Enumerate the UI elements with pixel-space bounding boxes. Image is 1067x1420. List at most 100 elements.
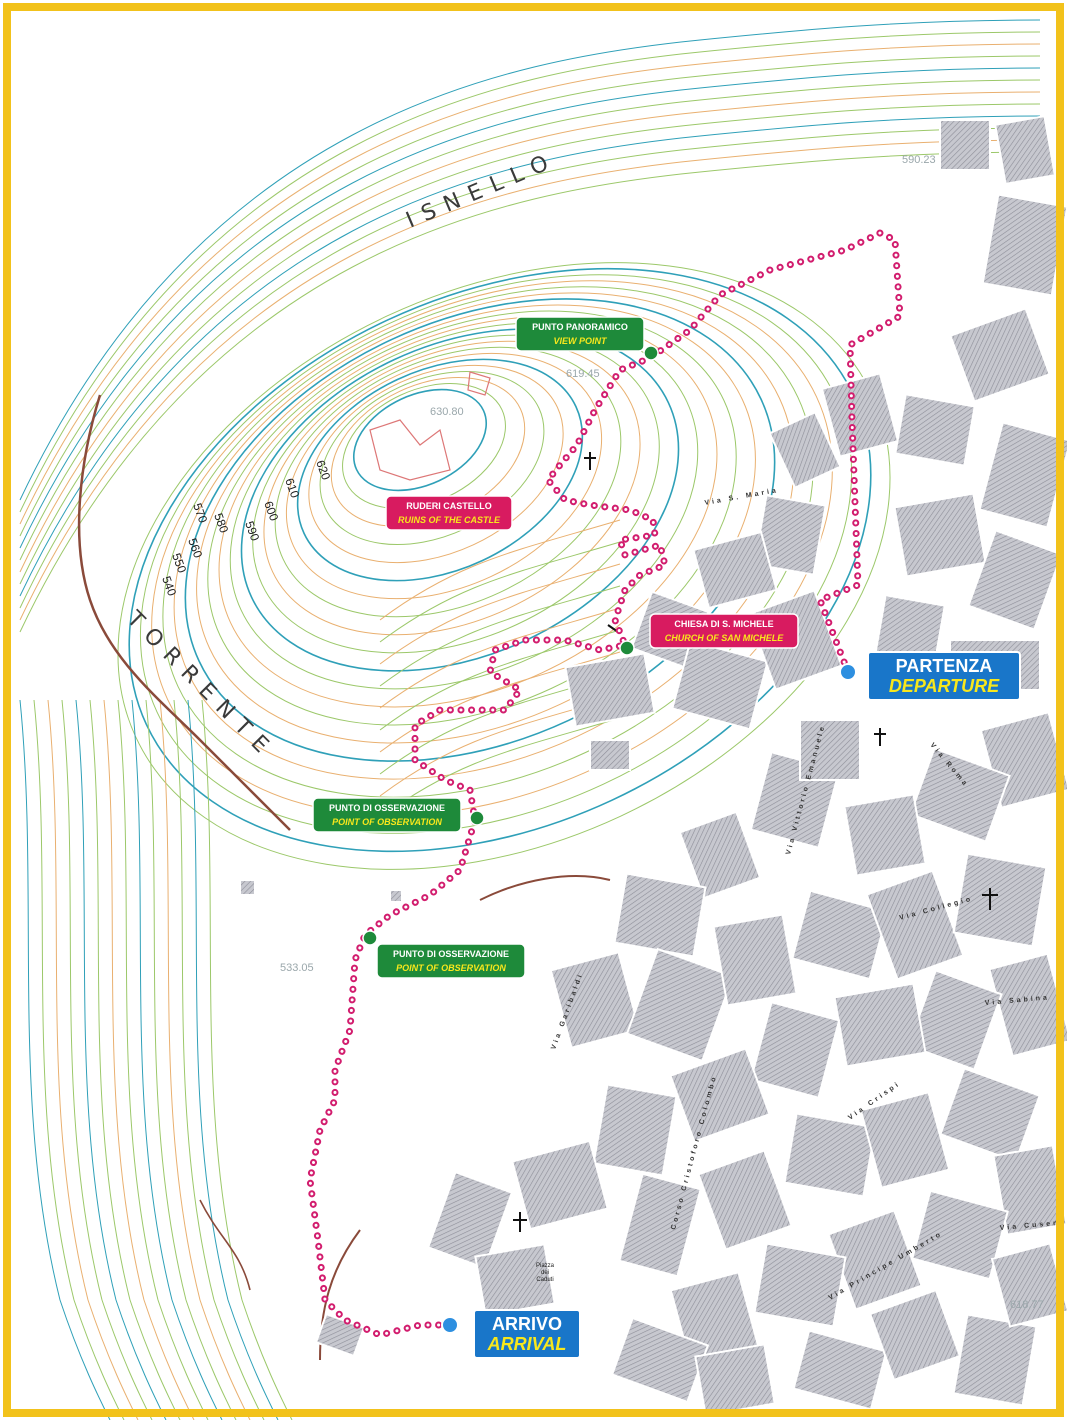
building (549, 951, 641, 1049)
contour-line (173, 699, 265, 1420)
building (671, 639, 769, 731)
building (865, 869, 965, 981)
contour-line (19, 699, 111, 1420)
building (952, 852, 1048, 948)
contour-label: 620 (313, 458, 333, 482)
observation-marker-2[interactable] (362, 930, 378, 946)
building (893, 492, 987, 578)
contour-line (229, 322, 699, 690)
contour-line (196, 304, 756, 744)
building (820, 372, 900, 458)
contour-line (379, 519, 621, 621)
church-tag[interactable]: CHIESA DI S. MICHELE CHURCH OF SAN MICHE… (649, 613, 799, 649)
contour-line (379, 541, 621, 643)
arrival-tag[interactable]: ARRIVO ARRIVAL (473, 1309, 581, 1359)
castle-tag[interactable]: RUDERI CASTELLO RUINS OF THE CASTLE (385, 495, 513, 531)
contour-line (19, 31, 1041, 513)
elevation-labels: 590.23 619.45 630.80 533.05 618.77 (280, 154, 1044, 1311)
observation-tag-2[interactable]: PUNTO DI OSSERVAZIONE POINT OF OBSERVATI… (376, 943, 526, 979)
contour-line (162, 286, 814, 798)
building (669, 1047, 771, 1143)
building (952, 1313, 1038, 1407)
contour-label: 580 (211, 511, 231, 535)
building (692, 530, 778, 610)
svg-text:dei: dei (541, 1270, 549, 1276)
building (859, 1091, 951, 1189)
svg-text:PUNTO DI OSSERVAZIONE: PUNTO DI OSSERVAZIONE (329, 803, 445, 813)
contour-label: 540 (159, 574, 179, 598)
contour-line (379, 585, 621, 687)
contour-line (19, 79, 1041, 561)
observation-marker-1[interactable] (469, 810, 485, 826)
departure-marker[interactable] (839, 663, 857, 681)
contour-line (207, 310, 737, 726)
view-point-tag[interactable]: PUNTO PANORAMICO VIEW POINT (515, 316, 645, 352)
contour-line (89, 699, 181, 1420)
building (791, 889, 889, 981)
building (697, 1149, 793, 1251)
contour-line (131, 699, 223, 1420)
svg-text:CHURCH OF SAN MICHELE: CHURCH OF SAN MICHELE (665, 633, 784, 643)
contour-line (218, 316, 718, 708)
elevation-label: 619.45 (566, 368, 600, 380)
contour-line (19, 115, 1041, 597)
contour-label: 550 (169, 551, 189, 575)
svg-text:RUDERI CASTELLO: RUDERI CASTELLO (406, 501, 492, 511)
contour-line (75, 699, 167, 1420)
svg-text:Caduti: Caduti (536, 1277, 553, 1283)
town-buildings (239, 114, 1067, 1417)
contour-label: 590 (242, 519, 262, 543)
contour-line (47, 699, 139, 1420)
elevation-label: 618.77 (1010, 1299, 1044, 1311)
elevation-label: 533.05 (280, 962, 314, 974)
building (868, 1288, 962, 1382)
building (753, 1242, 847, 1328)
building (749, 1001, 841, 1099)
contour-line (263, 340, 641, 636)
svg-text:ARRIVAL: ARRIVAL (487, 1334, 567, 1354)
svg-text:CHIESA DI S. MICHELE: CHIESA DI S. MICHELE (674, 619, 773, 629)
departure-tag[interactable]: PARTENZA DEPARTURE (867, 651, 1021, 701)
contour-line (379, 651, 621, 753)
church-icon (513, 452, 998, 1232)
building (799, 719, 861, 781)
contour-line (19, 91, 1041, 573)
contour-line (19, 139, 1041, 621)
building (783, 1112, 877, 1198)
church-marker[interactable] (619, 640, 635, 656)
arrival-marker[interactable] (441, 1316, 459, 1334)
contour-line (103, 699, 195, 1420)
contour-line (117, 699, 209, 1420)
building (592, 1083, 678, 1177)
contour-line (33, 699, 125, 1420)
contour-line (19, 67, 1041, 549)
building (911, 1189, 1009, 1281)
svg-text:VIEW POINT: VIEW POINT (553, 336, 608, 346)
contour-line (379, 563, 621, 665)
building (843, 793, 927, 877)
svg-text:PARTENZA: PARTENZA (896, 656, 993, 676)
svg-text:POINT OF OBSERVATION: POINT OF OBSERVATION (396, 963, 506, 973)
building (618, 1172, 702, 1278)
svg-text:DEPARTURE: DEPARTURE (889, 676, 1000, 696)
contour-label: 610 (282, 476, 302, 500)
building (753, 494, 827, 576)
elevation-label: 590.23 (902, 154, 936, 166)
trail-path (306, 229, 904, 1339)
observation-tag-1[interactable]: PUNTO DI OSSERVAZIONE POINT OF OBSERVATI… (312, 797, 462, 833)
building (981, 193, 1067, 297)
building (712, 913, 798, 1007)
contour-line (308, 364, 564, 564)
contour-line (296, 358, 584, 582)
building (239, 879, 256, 896)
svg-text:RUINS OF THE CASTLE: RUINS OF THE CASTLE (398, 515, 501, 525)
contour-line (285, 352, 603, 600)
building (939, 1067, 1041, 1163)
building (949, 307, 1051, 403)
contour-label: 560 (185, 536, 205, 560)
contour-line (19, 127, 1041, 609)
contour-line (19, 151, 1041, 633)
building (967, 529, 1063, 631)
view-point-marker[interactable] (643, 345, 659, 361)
contour-line (173, 292, 795, 780)
